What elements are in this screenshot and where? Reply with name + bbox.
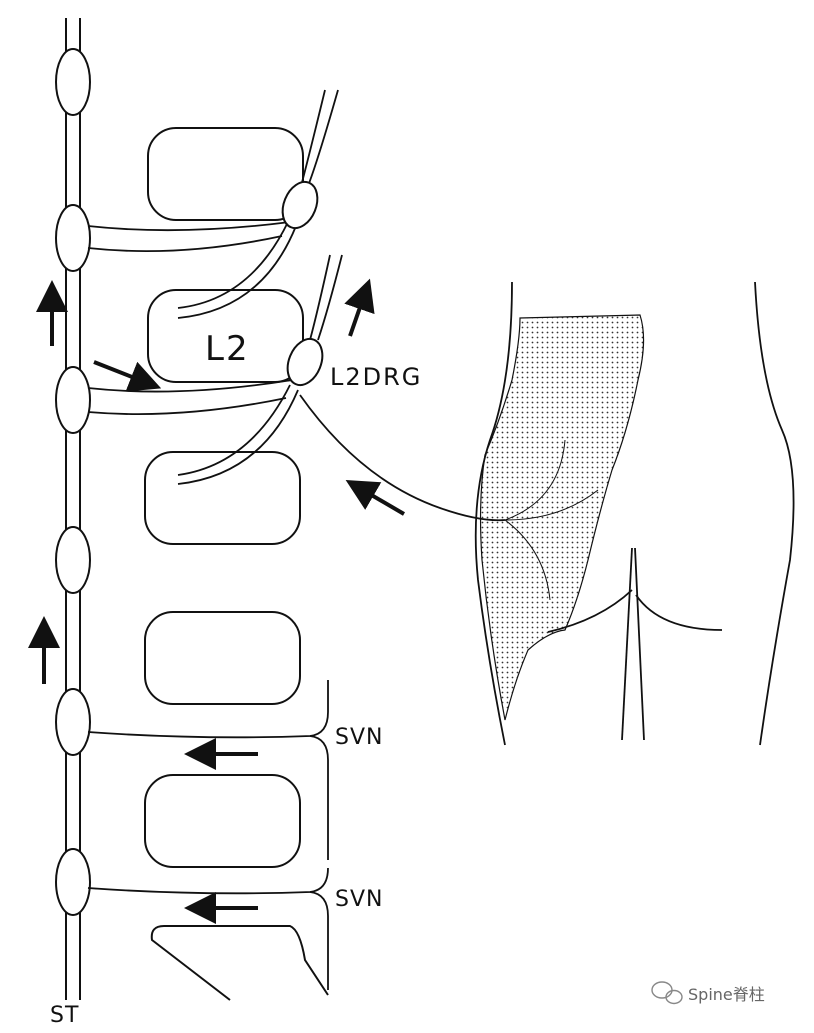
trunk-ganglion: [55, 848, 91, 916]
vertebral-body: [147, 127, 304, 221]
groin-region: [474, 281, 795, 746]
vertebra-label: L2: [205, 329, 250, 369]
vertebral-body: [144, 774, 301, 868]
watermark-text: Spine脊柱: [688, 985, 765, 1004]
svn-label-lower: SVN: [335, 887, 383, 912]
trunk-ganglion: [55, 526, 91, 594]
trunk-ganglion: [55, 688, 91, 756]
trunk-ganglion: [55, 48, 91, 116]
direction-arrows: [28, 278, 406, 924]
trunk-ganglia: [55, 48, 91, 916]
wechat-icon: [651, 981, 683, 1005]
body-outline-left: [474, 281, 513, 746]
body-outline-right: [754, 281, 795, 746]
ganglion-label: L2DRG: [330, 363, 422, 391]
vertebral-body: [144, 611, 301, 705]
arrow-up-right: [344, 278, 375, 337]
watermark: Spine脊柱: [651, 981, 765, 1005]
rami-communicantes: [87, 221, 293, 416]
trunk-label: ST: [50, 1003, 79, 1028]
vertebral-body: [147, 289, 304, 383]
upper-drg: [281, 180, 319, 230]
trunk-ganglion: [55, 366, 91, 434]
l2-drg: [286, 337, 324, 387]
genital-line: [621, 547, 633, 741]
svn-label-upper: SVN: [335, 725, 383, 750]
sympathetic-trunk: [65, 18, 81, 1000]
vertebral-body: [144, 451, 301, 545]
vertebral-bodies: [144, 127, 329, 1001]
vertebral-body-partial: [150, 925, 329, 1001]
arrow-up-left: [345, 479, 406, 516]
trunk-ganglion: [55, 204, 91, 272]
arrow-right-down: [93, 360, 162, 392]
sinuvertebral-nerves: [87, 680, 329, 990]
